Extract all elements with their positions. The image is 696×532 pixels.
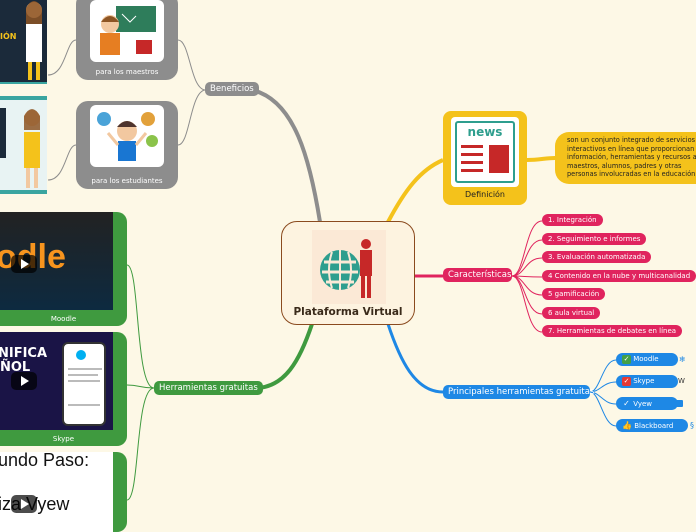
caracteristicas-node[interactable]: Características (443, 268, 512, 282)
tool-moodle[interactable]: ✓ Moodle (616, 353, 678, 366)
skype-video-text-2: ÑOL (0, 360, 31, 375)
caracteristica-item[interactable]: 3. Evaluación automatizada (542, 251, 652, 263)
tool-moodle-label: Moodle (633, 355, 659, 363)
check-blue-icon: ✓ (622, 399, 631, 408)
caracteristica-item[interactable]: 1. Integración (542, 214, 603, 226)
caracteristica-item[interactable]: 2. Seguimiento e informes (542, 233, 647, 245)
phone-mockup (62, 342, 106, 426)
news-icon-text: news (467, 125, 503, 139)
moodle-card[interactable]: odle Moodle (0, 212, 127, 326)
woman-illustration-2 (24, 109, 40, 188)
estudiantes-video-card[interactable] (0, 96, 47, 194)
central-title: Plataforma Virtual (293, 306, 403, 318)
vyew-video[interactable]: undo Paso: iza Vyew (0, 452, 113, 532)
definicion-text-box[interactable]: son un conjunto integrado de servicios i… (555, 132, 696, 184)
maestros-card[interactable]: para los maestros (76, 0, 178, 80)
caracteristica-item[interactable]: 5 gamificación (542, 288, 606, 300)
thumbs-up-icon: 👍 (622, 421, 632, 430)
central-node[interactable]: Plataforma Virtual (281, 221, 415, 325)
play-icon[interactable] (11, 255, 37, 273)
definicion-label: Definición (465, 190, 505, 199)
maestros-caption: para los maestros (95, 68, 159, 76)
skype-caption: Skype (52, 435, 75, 443)
student-illustration (97, 112, 158, 161)
woman-illustration (26, 1, 42, 80)
tool-blackboard-label: Blackboard (634, 422, 674, 430)
skype-card[interactable]: NIFICA ÑOL Skype (0, 332, 127, 446)
definicion-text: son un conjunto integrado de servicios i… (567, 136, 696, 178)
moodle-video[interactable]: odle (0, 212, 113, 310)
moodle-caption: Moodle (50, 315, 77, 323)
link-icon[interactable] (674, 400, 683, 407)
link-icon[interactable]: § (690, 421, 694, 430)
vyew-video-text-1: undo Paso: (0, 452, 90, 470)
skype-video-text-1: NIFICA (0, 346, 48, 361)
tool-vyew[interactable]: ✓ Vyew (616, 397, 678, 410)
principales-node[interactable]: Principales herramientas gratuitas (443, 385, 594, 399)
maestros-video-text: IÓN (0, 32, 17, 41)
check-red-icon: ✓ (622, 377, 631, 386)
maestros-video-card[interactable]: IÓN (0, 0, 47, 84)
tool-skype-label: Skype (633, 377, 655, 385)
connector-lines (47, 39, 617, 501)
check-green-icon: ✓ (622, 355, 631, 364)
estudiantes-card[interactable]: para los estudiantes (76, 101, 178, 189)
caracteristica-item[interactable]: 7. Herramientas de debates en línea (542, 325, 683, 337)
globe-businessman-icon (312, 230, 386, 304)
vyew-card[interactable]: undo Paso: iza Vyew (0, 452, 127, 532)
caracteristica-item[interactable]: 6 aula virtual (542, 307, 601, 319)
tool-blackboard[interactable]: 👍 Blackboard (616, 419, 688, 432)
caracteristica-item[interactable]: 4 Contenido en la nube y multicanalidad (542, 270, 696, 282)
tool-vyew-label: Vyew (633, 400, 653, 408)
definicion-node[interactable]: news Definición (443, 111, 527, 205)
estudiantes-caption: para los estudiantes (91, 177, 163, 185)
play-icon[interactable] (11, 372, 37, 390)
teacher-illustration (100, 6, 156, 55)
play-icon[interactable] (11, 495, 37, 513)
skype-video[interactable]: NIFICA ÑOL (0, 332, 113, 430)
link-icon[interactable]: ❄ (679, 355, 686, 364)
beneficios-node[interactable]: Beneficios (205, 82, 259, 96)
newspaper-icon: news (451, 117, 519, 187)
wikipedia-icon[interactable]: W (678, 377, 685, 385)
herramientas-node[interactable]: Herramientas gratuitas (154, 381, 263, 395)
tool-skype[interactable]: ✓ Skype (616, 375, 678, 388)
